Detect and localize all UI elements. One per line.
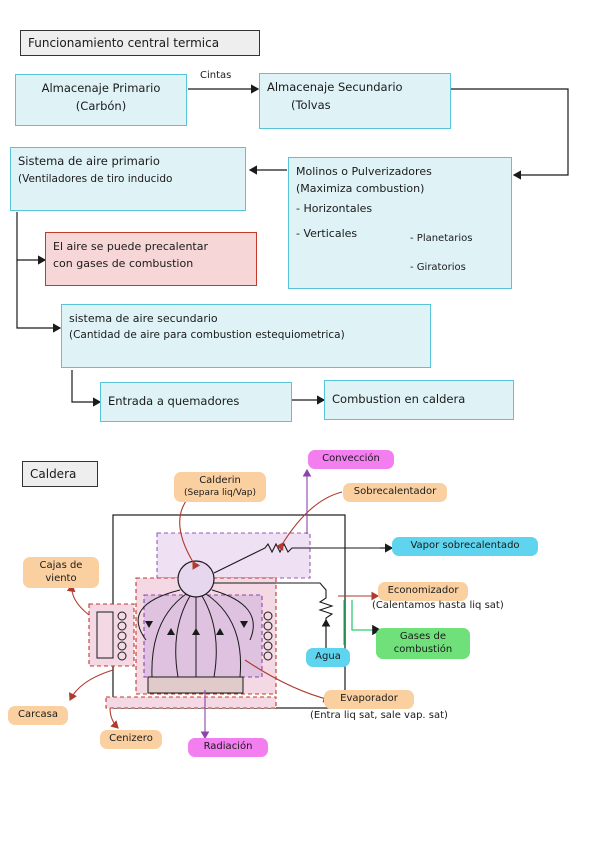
box-precalentar: El aire se puede precalentar con gases d… xyxy=(45,232,257,286)
arrow-cajas xyxy=(66,583,90,616)
label-agua: Agua xyxy=(306,648,350,667)
arrow-secundario-quemadores xyxy=(71,370,102,407)
ash-pit xyxy=(105,696,277,709)
label-calderin: Calderin (Separa liq/Vap) xyxy=(174,472,266,502)
box-combustion: Combustion en caldera xyxy=(324,380,514,420)
coil-right xyxy=(263,611,273,661)
burner-base xyxy=(147,676,244,694)
label-economizador-desc: (Calentamos hasta liq sat) xyxy=(372,600,504,611)
gas-exit-line xyxy=(351,600,382,636)
label-gases: Gases de combustión xyxy=(376,628,470,659)
radiation-zone-inner xyxy=(143,594,263,678)
evaporator-tubes xyxy=(137,589,254,678)
coil-left xyxy=(117,611,127,661)
label-cenizero: Cenizero xyxy=(100,730,162,749)
caldera-title: Caldera xyxy=(22,461,98,487)
arrow-carcasa xyxy=(69,669,114,701)
label-radiacion: Radiación xyxy=(188,738,268,757)
arrow-secundario-molinos xyxy=(450,88,569,180)
box-aire-secundario: sistema de aire secundario (Cantidad de … xyxy=(61,304,431,368)
label-giratorios: - Giratorios xyxy=(410,262,466,273)
wind-box-inner xyxy=(96,611,114,659)
box-almacenaje-secundario: Almacenaje Secundario (Tolvas xyxy=(259,73,451,129)
label-economizador: Economizador xyxy=(378,582,468,601)
label-sobrecalentador: Sobrecalentador xyxy=(343,483,447,502)
arrow-sobrecalentador xyxy=(275,491,343,551)
label-conveccion: Convección xyxy=(308,450,394,469)
arrow-aire-precalentar xyxy=(16,212,47,265)
label-carcasa: Carcasa xyxy=(8,706,68,725)
box-almacenaje-primario: Almacenaje Primario (Carbón) xyxy=(15,74,187,126)
label-cintas: Cintas xyxy=(200,70,232,81)
economizer-line xyxy=(214,582,334,648)
wind-box xyxy=(88,603,135,667)
arrow-evaporador xyxy=(244,659,332,703)
box-molinos: Molinos o Pulverizadores (Maximiza combu… xyxy=(288,157,512,289)
box-quemadores: Entrada a quemadores xyxy=(100,382,292,422)
box-aire-primario: Sistema de aire primario (Ventiladores d… xyxy=(10,147,246,211)
arrow-aire-secundario xyxy=(16,260,62,333)
label-cajas-viento: Cajas de viento xyxy=(23,557,99,588)
label-planetarios: - Planetarios xyxy=(410,233,473,244)
flow-arrows xyxy=(145,621,248,635)
arrow-cenizero xyxy=(109,707,119,729)
label-evaporador-desc: (Entra liq sat, sale vap. sat) xyxy=(310,710,448,721)
steam-drum xyxy=(177,560,215,598)
label-vapor: Vapor sobrecalentado xyxy=(392,537,538,556)
label-evaporador: Evaporador xyxy=(324,690,414,709)
page-title: Funcionamiento central termica xyxy=(20,30,260,56)
